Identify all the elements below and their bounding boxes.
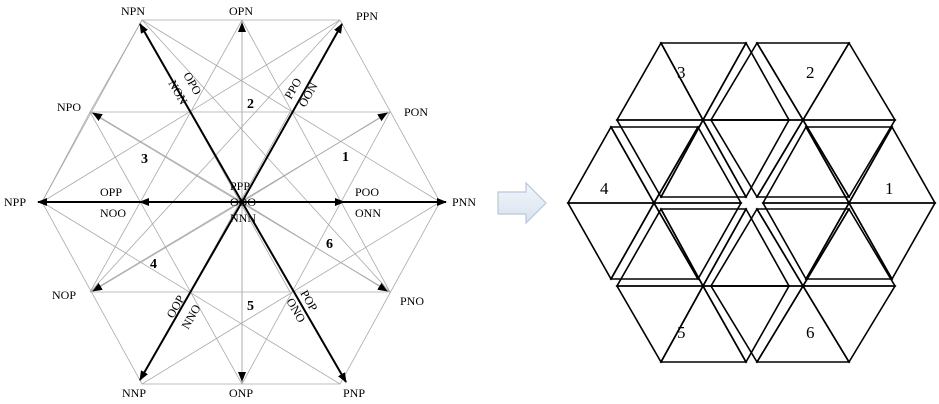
transform-arrow-icon	[497, 181, 547, 225]
tile-number-1: 1	[885, 179, 894, 198]
label-npn: NPN	[121, 4, 145, 18]
label-ooo: OOO	[230, 195, 256, 209]
sector-5: 5	[247, 299, 254, 314]
tile-sector-1	[761, 125, 937, 281]
label-pnn: PNN	[452, 195, 476, 209]
label-nop: NOP	[52, 288, 76, 302]
center-labels: PPP OOO NNN	[230, 179, 256, 225]
label-opp: OPP	[100, 185, 122, 199]
tile-sector-numbers: 1 2 3 4 5 6	[600, 63, 894, 342]
large-vector-arrows	[37, 23, 447, 383]
label-ppn: PPN	[356, 9, 378, 23]
tile-number-3: 3	[677, 63, 686, 82]
vertex-labels: NPN OPN PPN NPO PON NPP PNN NOP PNO NNP …	[4, 4, 476, 400]
sector-6: 6	[326, 237, 333, 252]
tile-number-6: 6	[806, 323, 815, 342]
tile-sector-6	[709, 207, 897, 364]
label-opn: OPN	[229, 4, 253, 18]
tile-sector-3	[615, 41, 791, 199]
label-npp: NPP	[4, 195, 26, 209]
sector-4: 4	[150, 257, 157, 272]
tile-sector-4	[566, 125, 743, 281]
label-onp: ONP	[229, 386, 253, 400]
sector-numbers: 1 2 3 4 5 6	[141, 97, 349, 314]
label-pno: PNO	[400, 294, 424, 308]
tile-number-4: 4	[600, 179, 609, 198]
sector-3: 3	[141, 152, 148, 167]
label-ppp: PPP	[230, 179, 250, 193]
space-vector-hexagon: NPN OPN PPN NPO PON NPP PNN NOP PNO NNP …	[4, 4, 476, 400]
label-noo: NOO	[100, 206, 126, 220]
label-nnp: NNP	[122, 386, 146, 400]
label-npo: NPO	[57, 100, 81, 114]
sector-2: 2	[247, 97, 254, 112]
sector-tile-diagram: 1 2 3 4 5 6	[566, 41, 937, 364]
label-pnp: PNP	[343, 386, 365, 400]
label-onn: ONN	[355, 206, 381, 220]
tile-number-2: 2	[806, 63, 815, 82]
label-nnn: NNN	[230, 211, 256, 225]
small-vector-arrows	[92, 22, 388, 382]
sector-1: 1	[342, 150, 349, 165]
label-pon: PON	[404, 105, 428, 119]
label-poo: POO	[355, 185, 379, 199]
tile-number-5: 5	[677, 323, 686, 342]
